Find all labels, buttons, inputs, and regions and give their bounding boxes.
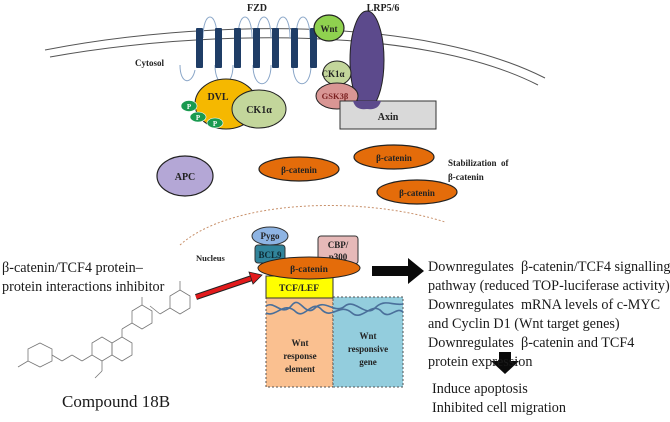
svg-text:p300: p300 bbox=[329, 252, 348, 262]
ck1a-dvl[interactable] bbox=[231, 89, 287, 129]
compound-name: Compound 18B bbox=[62, 392, 171, 411]
nuclear-envelope bbox=[179, 204, 446, 246]
wnt-responsive-gene[interactable] bbox=[332, 296, 404, 388]
outcomes-list: Induce apoptosis Inhibited cell migratio… bbox=[432, 380, 566, 418]
effect-line: and Cyclin D1 (Wnt target genes) bbox=[428, 316, 620, 332]
ck1a-dvl-label: CK1α bbox=[246, 105, 272, 116]
svg-text:β-catenin: β-catenin bbox=[399, 188, 435, 198]
inhibitor-line-1: β-catenin/TCF4 protein– bbox=[2, 260, 143, 276]
tcf-label: TCF/LEF bbox=[279, 284, 319, 294]
svg-text:Wnt: Wnt bbox=[291, 338, 308, 348]
svg-text:P: P bbox=[196, 114, 201, 122]
svg-text:P: P bbox=[187, 103, 192, 111]
bcatenin-nucleus-label: β-catenin bbox=[290, 265, 328, 275]
bcl9-label: BCL9 bbox=[258, 250, 282, 260]
pygo[interactable] bbox=[251, 226, 289, 246]
fzd-helix bbox=[253, 28, 260, 68]
inhibitor-line-2: protein interactions inhibitor bbox=[2, 279, 165, 295]
fzd-helix bbox=[215, 28, 222, 68]
fzd-helix bbox=[310, 28, 317, 68]
effect-line: protein expression bbox=[428, 354, 533, 370]
compound-18b-structure bbox=[17, 281, 191, 379]
gsk3b-label: GSK3β bbox=[322, 91, 349, 101]
effects-list: Downregulates β-catenin/TCF4 signalling … bbox=[428, 258, 670, 372]
lrp-label: LRP5/6 bbox=[367, 3, 400, 14]
stabilization-label-1: Stabilization of bbox=[448, 158, 510, 168]
outcome-line: Inhibited cell migration bbox=[432, 400, 566, 416]
fzd-receptor[interactable] bbox=[196, 28, 317, 68]
fzd-helix bbox=[291, 28, 298, 68]
effect-line: Downregulates β-catenin/TCF4 signalling bbox=[428, 259, 670, 275]
svg-text:Wnt: Wnt bbox=[359, 331, 376, 341]
membrane-outer-line bbox=[44, 28, 546, 79]
phosphate-groups: P P P bbox=[180, 100, 224, 129]
effect-line: Downregulates mRNA levels of c-MYC bbox=[428, 297, 661, 313]
effect-line: Downregulates β-catenin and TCF4 bbox=[428, 335, 635, 351]
effect-line: pathway (reduced TOP-luciferase activity… bbox=[428, 278, 670, 294]
bcatenin-cytoplasm-3[interactable] bbox=[376, 179, 458, 205]
outcomes-arrow bbox=[491, 352, 519, 374]
outcome-line: Induce apoptosis bbox=[432, 381, 528, 397]
fzd-label: FZD bbox=[247, 3, 267, 14]
ck1a-lrp-label: CK1α bbox=[321, 69, 344, 79]
svg-text:β-catenin: β-catenin bbox=[281, 165, 317, 175]
effects-arrow bbox=[372, 258, 424, 284]
svg-text:element: element bbox=[285, 364, 315, 374]
svg-text:gene: gene bbox=[359, 357, 377, 367]
inhibitor-arrow bbox=[195, 271, 263, 300]
bcatenin-cytoplasm-1[interactable] bbox=[258, 156, 340, 182]
svg-text:CBP/: CBP/ bbox=[328, 240, 349, 250]
inhibitor-description: β-catenin/TCF4 protein– protein interact… bbox=[2, 259, 164, 297]
membrane-inner-line bbox=[49, 37, 539, 86]
svg-text:β-catenin: β-catenin bbox=[376, 153, 412, 163]
wnt-label: Wnt bbox=[320, 24, 337, 34]
cytosol-label: Cytosol bbox=[135, 58, 164, 68]
fzd-helix bbox=[196, 28, 203, 68]
bcatenin-nucleus[interactable] bbox=[257, 256, 361, 280]
pygo-label: Pygo bbox=[261, 231, 280, 241]
svg-text:responsive: responsive bbox=[348, 344, 388, 354]
svg-text:P: P bbox=[213, 120, 218, 128]
dvl-label: DVL bbox=[207, 92, 228, 103]
nucleus-label: Nucleus bbox=[196, 253, 226, 263]
fzd-helix bbox=[272, 28, 279, 68]
svg-text:response: response bbox=[283, 351, 316, 361]
bcatenin-cytoplasm-2[interactable] bbox=[353, 144, 435, 170]
wnt-ligand[interactable] bbox=[313, 14, 345, 42]
axin-label: Axin bbox=[378, 112, 399, 123]
fzd-helix bbox=[234, 28, 241, 68]
apc-label: APC bbox=[175, 172, 196, 183]
apc[interactable] bbox=[156, 155, 214, 197]
stabilization-label-2: β-catenin bbox=[448, 172, 484, 182]
dna-strand-2 bbox=[265, 305, 404, 316]
